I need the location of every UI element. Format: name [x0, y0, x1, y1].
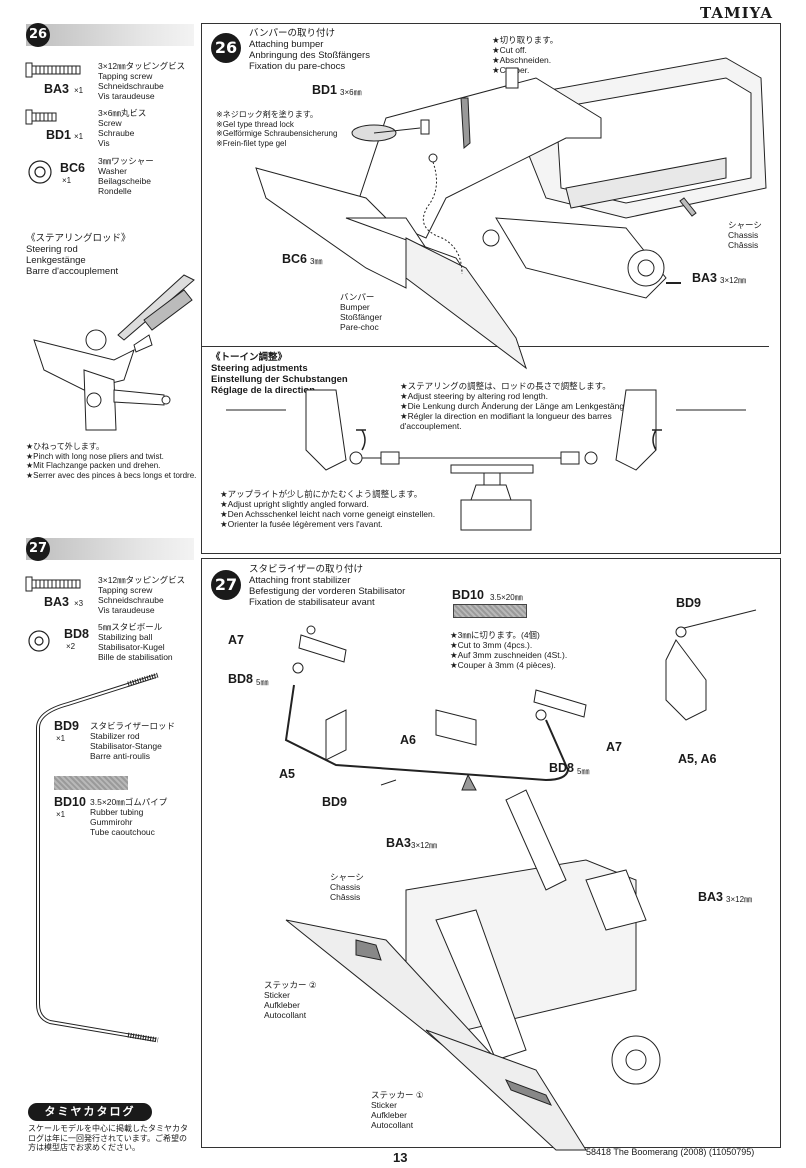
toe-in-note: ★ステアリングの調整は、ロッドの長さで調整します。 ★Adjust steeri…	[400, 381, 632, 431]
step26-number-badge: 26	[26, 23, 50, 47]
part-spec: 3.5×20㎜ゴムパイプ Rubber tubing Gummirohr Tub…	[90, 797, 168, 837]
step27-big-number: 27	[211, 570, 241, 600]
step27-panel	[201, 558, 781, 1148]
ba3-size: 3×12㎜	[720, 276, 747, 285]
ba3-label: BA3	[692, 271, 718, 285]
part-spec: 3×12㎜タッピングビス Tapping screw Schneidschrau…	[98, 575, 186, 615]
bd9-label-main: BD9	[322, 795, 348, 809]
part-code: BC6	[60, 161, 86, 175]
sticker-2-label: ステッカー ② Sticker Aufkleber Autocollant	[264, 980, 317, 1020]
bd10-size: 3.5×20㎜	[490, 593, 523, 602]
bd10-label: BD10	[452, 588, 484, 602]
step26-panel	[201, 23, 781, 554]
part-qty: ×1	[74, 86, 84, 95]
bd8-size-right: 5㎜	[577, 767, 590, 776]
ba3-size-right: 3×12㎜	[726, 895, 753, 904]
step27-title: スタビライザーの取り付け Attaching front stabilizer …	[249, 564, 406, 608]
bd9-label-inset: BD9	[676, 596, 702, 610]
part-code: BD8	[64, 627, 90, 641]
part-spec: 3×12㎜タッピングビス Tapping screw Schneidschrau…	[98, 61, 186, 101]
thread-lock-note: ※ネジロック剤を塗ります。 ※Gel type thread lock ※Gel…	[216, 110, 338, 148]
steering-adjustment-illustration	[226, 389, 746, 531]
rubber-tubing-swatch	[54, 776, 128, 790]
bc6-size: 3㎜	[310, 257, 323, 266]
catalog-text: スケールモデルを中心に掲載したタミヤカタ ログは年に一回発行されています。ご希望…	[28, 1124, 188, 1152]
bd8-label-left: BD8	[228, 672, 254, 686]
steering-rod-title: 《ステアリングロッド》 Steering rod Lenkgestänge Ba…	[26, 233, 131, 277]
bd8-size-left: 5㎜	[256, 678, 269, 687]
stabilizer-rod-illustration	[36, 672, 159, 1043]
part-spec: 5㎜スタビボール Stabilizing ball Stabilisator-K…	[98, 622, 173, 662]
chassis-label: シャーシ Chassis Châssis	[728, 220, 762, 250]
cut-to-3mm-note: ★3㎜に切ります。(4個) ★Cut to 3mm (4pcs.). ★Auf …	[450, 630, 568, 670]
part-spec: スタビライザーロッド Stabilizer rod Stabilisator-S…	[90, 721, 176, 761]
part-spec: 3×6㎜丸ビス Screw Schraube Vis	[98, 108, 147, 148]
part-code: BA3	[44, 595, 70, 609]
bd8-label-right: BD8	[549, 761, 575, 775]
ba3-label-upper: BA3	[386, 836, 412, 850]
a5-a6-label: A5, A6	[678, 752, 717, 766]
tapping-screw-icon	[25, 62, 81, 78]
bc6-label: BC6	[282, 252, 308, 266]
part-qty: ×1	[74, 132, 84, 141]
part-spec: 3㎜ワッシャー Washer Beilagscheibe Rondelle	[98, 156, 154, 196]
part-qty: ×1	[56, 810, 66, 819]
bumper-label: バンパー Bumper Stoßfänger Pare-choc	[340, 292, 383, 332]
chassis-label-27: シャーシ Chassis Châssis	[330, 872, 364, 902]
a5-label: A5	[279, 767, 295, 781]
a7-label-left: A7	[228, 633, 244, 647]
brand-logo: TAMIYA	[700, 4, 773, 22]
rubber-tubing-cut-diagram	[453, 604, 527, 618]
bd1-label: BD1	[312, 83, 338, 97]
step26-divider	[202, 346, 769, 347]
part-qty: ×1	[62, 176, 72, 185]
part-code: BA3	[44, 82, 70, 96]
screw-icon	[25, 109, 57, 125]
part-code: BD1	[46, 128, 72, 142]
bd1-size: 3×6㎜	[340, 88, 362, 97]
step26-header-bar	[26, 24, 194, 46]
footer-code: 58418 The Boomerang (2008) (11050795)	[586, 1147, 755, 1157]
step27-number-badge: 27	[26, 537, 50, 561]
sticker-1-label: ステッカー ① Sticker Aufkleber Autocollant	[371, 1090, 424, 1130]
ba3-label-right: BA3	[698, 890, 724, 904]
part-qty: ×2	[66, 642, 76, 651]
stabilizing-ball-icon	[28, 630, 50, 652]
ba3-size-upper: 3×12㎜	[411, 841, 438, 850]
bumper-assembly-illustration	[255, 57, 767, 370]
catalog-header: タミヤカタログ	[28, 1103, 152, 1121]
part-code: BD9	[54, 719, 80, 733]
tapping-screw-icon	[25, 576, 81, 592]
washer-icon	[28, 160, 52, 184]
part-qty: ×3	[74, 599, 84, 608]
step26-title: バンパーの取り付け Attaching bumper Anbringung de…	[249, 28, 370, 72]
step26-big-number: 26	[211, 33, 241, 63]
steering-rod-removal-illustration	[33, 274, 195, 431]
page-number: 13	[393, 1150, 408, 1165]
stabilizer-assembly-illustration	[284, 609, 757, 1151]
pinch-note: ★ひねって外します。 ★Pinch with long nose pliers …	[26, 442, 197, 480]
a7-label-right: A7	[606, 740, 622, 754]
part-qty: ×1	[56, 734, 66, 743]
upright-note: ★アップライトが少し前にかたむくよう調整します。 ★Adjust upright…	[220, 489, 436, 529]
step27-header-bar	[26, 538, 194, 560]
a6-label: A6	[400, 733, 416, 747]
part-code: BD10	[54, 795, 86, 809]
toe-in-title: 《トーイン調整》 Steering adjustments Einstellun…	[211, 352, 348, 396]
